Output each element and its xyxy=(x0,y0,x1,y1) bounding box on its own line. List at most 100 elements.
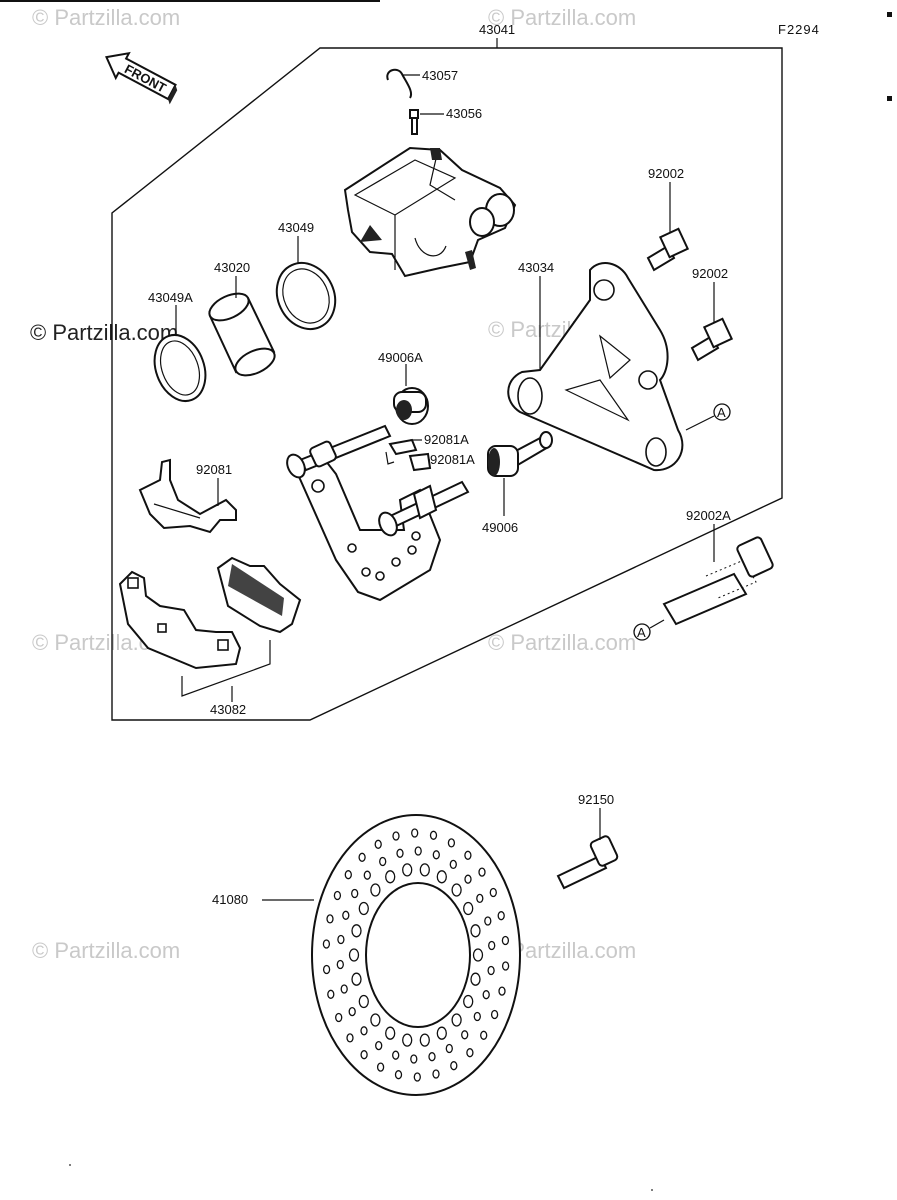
brake-pad-icon xyxy=(118,570,242,670)
boot-icon xyxy=(487,431,553,477)
disc-hole xyxy=(337,934,345,945)
disc-hole xyxy=(358,901,369,916)
ref-a-label: A xyxy=(717,405,726,420)
caliper-body-icon xyxy=(343,146,517,278)
callout-seal: 43049 xyxy=(278,220,314,235)
disc-hole xyxy=(360,1050,368,1060)
margin-mark xyxy=(887,12,892,17)
disc-hole xyxy=(419,863,430,877)
disc-hole xyxy=(432,1069,440,1079)
assembly-outline xyxy=(111,47,783,721)
callout-spring: 92081 xyxy=(196,462,232,477)
disc-hole xyxy=(419,1033,430,1047)
disc-hole xyxy=(385,1026,396,1040)
disc-hole xyxy=(410,1054,418,1064)
disc-hole xyxy=(370,1013,381,1027)
disc-hole xyxy=(461,1030,469,1040)
disc-hole xyxy=(436,1026,447,1040)
disc-hole xyxy=(322,939,331,949)
callout-bleed-valve: 43056 xyxy=(446,106,482,121)
disc-hole xyxy=(394,1070,403,1080)
disc-hole xyxy=(327,989,335,999)
disc-hole xyxy=(344,870,352,880)
callout-disc-bolt: 92150 xyxy=(578,792,614,807)
watermark: © Partzilla.com xyxy=(30,320,178,345)
disc-hole xyxy=(351,924,362,938)
disc-hole xyxy=(487,965,495,976)
callout-bolt-upper: 92002 xyxy=(648,166,684,181)
ref-a-marker-icon xyxy=(633,623,651,641)
disc-hole xyxy=(501,935,510,946)
disc-hole xyxy=(464,850,472,860)
disc-hole xyxy=(484,916,492,926)
disc-hole xyxy=(451,883,462,897)
pin-clip-icon xyxy=(408,452,432,472)
figure-code: F2294 xyxy=(778,22,820,37)
disc-hole xyxy=(370,883,381,897)
disc-hole xyxy=(429,830,438,840)
leader-line xyxy=(649,619,665,629)
pad-spring-icon xyxy=(138,458,237,534)
disc-hole xyxy=(374,839,382,849)
disc-hole xyxy=(470,924,481,938)
disc-hole xyxy=(497,911,505,921)
callout-bolt-lower: 92002 xyxy=(692,266,728,281)
disc-hole xyxy=(449,859,457,870)
watermark: © Partzilla.com xyxy=(488,5,636,30)
disc-bolt-icon xyxy=(556,835,619,890)
bolt-upper-icon xyxy=(646,227,690,272)
disc-hole xyxy=(363,870,371,880)
disc-hole xyxy=(450,1061,458,1071)
disc-hole xyxy=(333,890,342,901)
brake-disc-icon xyxy=(311,814,521,1096)
disc-hole xyxy=(340,984,348,994)
callout-pin-clip-a: 92081A xyxy=(424,432,469,447)
disc-hole xyxy=(463,994,474,1009)
watermark: © Partzilla.com xyxy=(32,5,180,30)
disc-hole xyxy=(472,948,484,962)
pin-bolt-icon xyxy=(662,536,774,626)
callout-pads: 43082 xyxy=(210,702,246,717)
bleed-valve-icon xyxy=(409,109,419,135)
front-arrow-icon: FRONT xyxy=(105,51,178,105)
disc-hole xyxy=(478,867,486,877)
disc-hole xyxy=(326,914,334,924)
callout-disc: 41080 xyxy=(212,892,248,907)
disc-hole xyxy=(480,1030,488,1040)
disc-hole xyxy=(379,856,387,867)
disc-hole xyxy=(375,1040,383,1051)
disc-hole xyxy=(489,887,497,898)
disc-hole xyxy=(445,1043,453,1054)
disc-hole xyxy=(376,1062,385,1072)
brake-pad-icon xyxy=(216,556,302,634)
disc-hole xyxy=(348,948,360,962)
leader-line xyxy=(685,415,715,431)
disc-hole xyxy=(463,901,474,916)
caliper-bracket-icon xyxy=(507,262,684,472)
disc-hole xyxy=(392,831,400,841)
disc-hole xyxy=(351,972,362,986)
callout-dust-seal: 43049A xyxy=(148,290,193,305)
disc-hole xyxy=(351,888,359,899)
disc-hole xyxy=(360,1026,368,1036)
disc-hole xyxy=(402,863,413,877)
disc-hole xyxy=(466,1048,474,1058)
disc-hole xyxy=(385,870,396,884)
disc-hole xyxy=(470,972,481,986)
disc-hole xyxy=(436,870,447,884)
disc-hole xyxy=(411,828,419,838)
piston-icon xyxy=(208,292,276,377)
caliper-holder-icon xyxy=(294,454,442,602)
piston-seal-icon xyxy=(275,261,337,331)
leader-line xyxy=(181,640,271,697)
disc-hole xyxy=(451,1013,462,1027)
disc-hole xyxy=(501,961,510,971)
speck xyxy=(651,1189,653,1191)
disc-hole xyxy=(322,964,331,975)
slide-pin-icon xyxy=(286,424,392,479)
disc-hole xyxy=(396,848,404,858)
disc-hole xyxy=(473,1011,481,1022)
speck xyxy=(69,1164,71,1166)
disc-hole xyxy=(464,874,472,884)
disc-hole xyxy=(498,986,506,996)
